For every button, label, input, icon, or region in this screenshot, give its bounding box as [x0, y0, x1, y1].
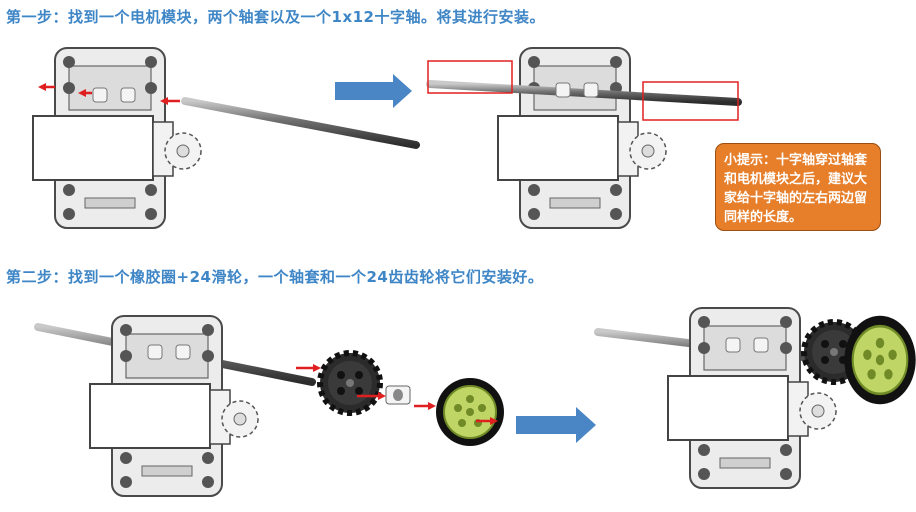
- axle-icon: [185, 101, 416, 145]
- gear-24-tooth-icon: [320, 353, 380, 413]
- motor-module-icon: [33, 48, 201, 228]
- wheel-pulley-icon: [436, 378, 504, 446]
- motor-module-icon: [90, 316, 258, 496]
- wheel-pulley-icon: [844, 316, 915, 404]
- blue-arrow-icon: [516, 407, 596, 443]
- blue-arrow-icon: [335, 74, 412, 108]
- bush-icon: [386, 386, 410, 404]
- tip-box: 小提示：十字轴穿过轴套和电机模块之后，建议大家给十字轴的左右两边留同样的长度。: [715, 143, 881, 231]
- motor-module-icon: [498, 48, 666, 228]
- tip-text: 小提示：十字轴穿过轴套和电机模块之后，建议大家给十字轴的左右两边留同样的长度。: [724, 153, 867, 225]
